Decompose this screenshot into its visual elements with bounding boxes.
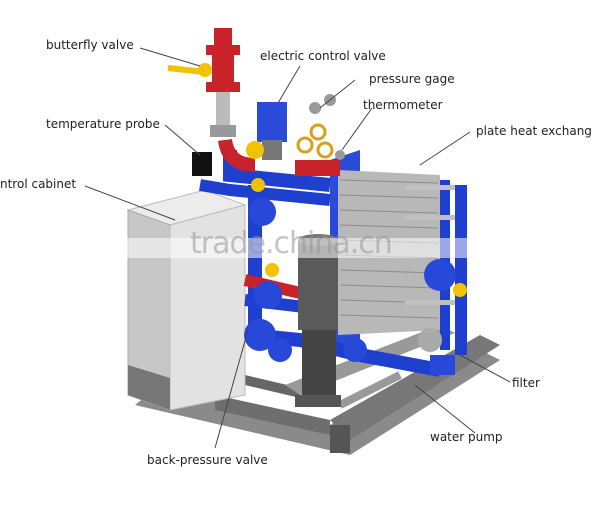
watermark: trade.china.cn (190, 226, 393, 261)
label-water-pump: water pump (430, 430, 503, 444)
temperature-probe (192, 152, 212, 176)
label-plate-heat-exchanger: plate heat exchang (476, 124, 592, 138)
control-cabinet (126, 189, 247, 411)
watermark-band (60, 238, 600, 258)
label-temperature-probe: temperature probe (46, 117, 160, 131)
leader-lines (84, 47, 511, 449)
electric-control-valve (246, 102, 287, 160)
label-control-cabinet: ntrol cabinet (0, 177, 77, 191)
gauges (295, 94, 345, 176)
label-thermometer: thermometer (363, 98, 443, 112)
label-electric-control-valve: electric control valve (260, 49, 386, 63)
label-butterfly-valve: butterfly valve (46, 38, 134, 52)
red-inlet-pipe (167, 28, 256, 172)
valve-handles (251, 178, 467, 297)
label-filter: filter (512, 376, 540, 390)
label-pressure-gage: pressure gage (369, 72, 455, 86)
label-back-pressure-valve: back-pressure valve (147, 453, 268, 467)
